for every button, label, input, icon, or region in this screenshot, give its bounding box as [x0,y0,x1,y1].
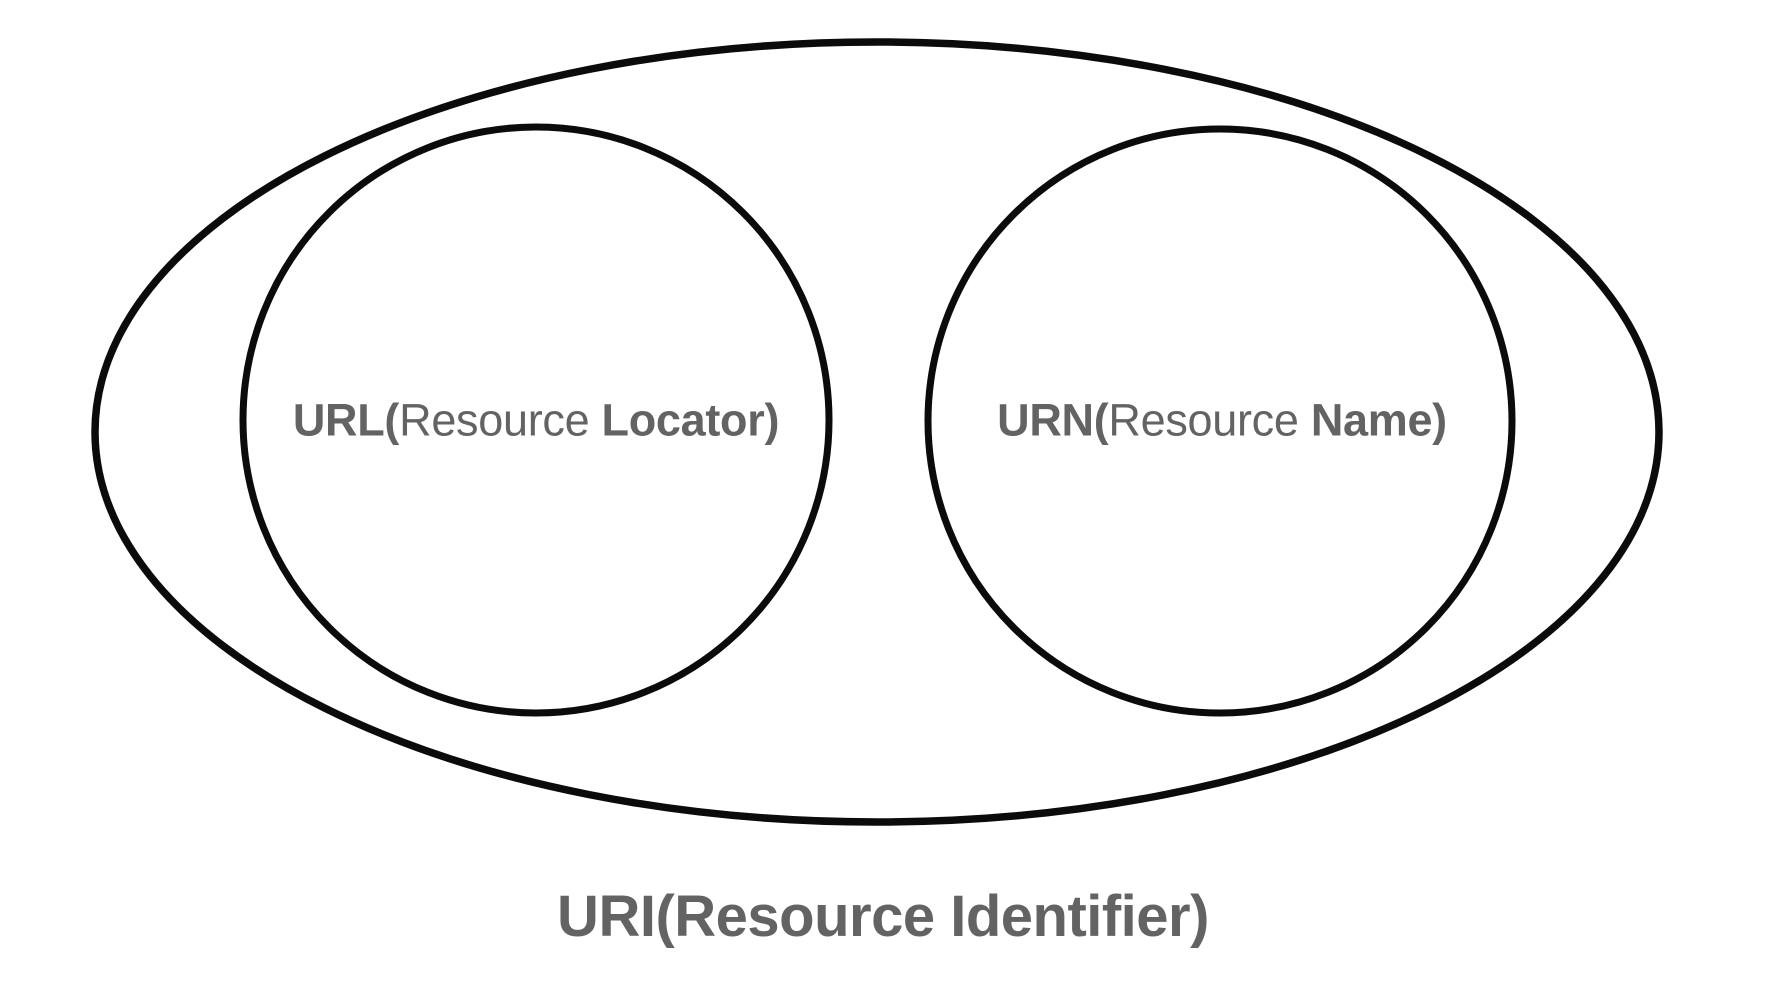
url-circle[interactable] [239,123,833,717]
urn-circle[interactable] [924,125,1516,717]
